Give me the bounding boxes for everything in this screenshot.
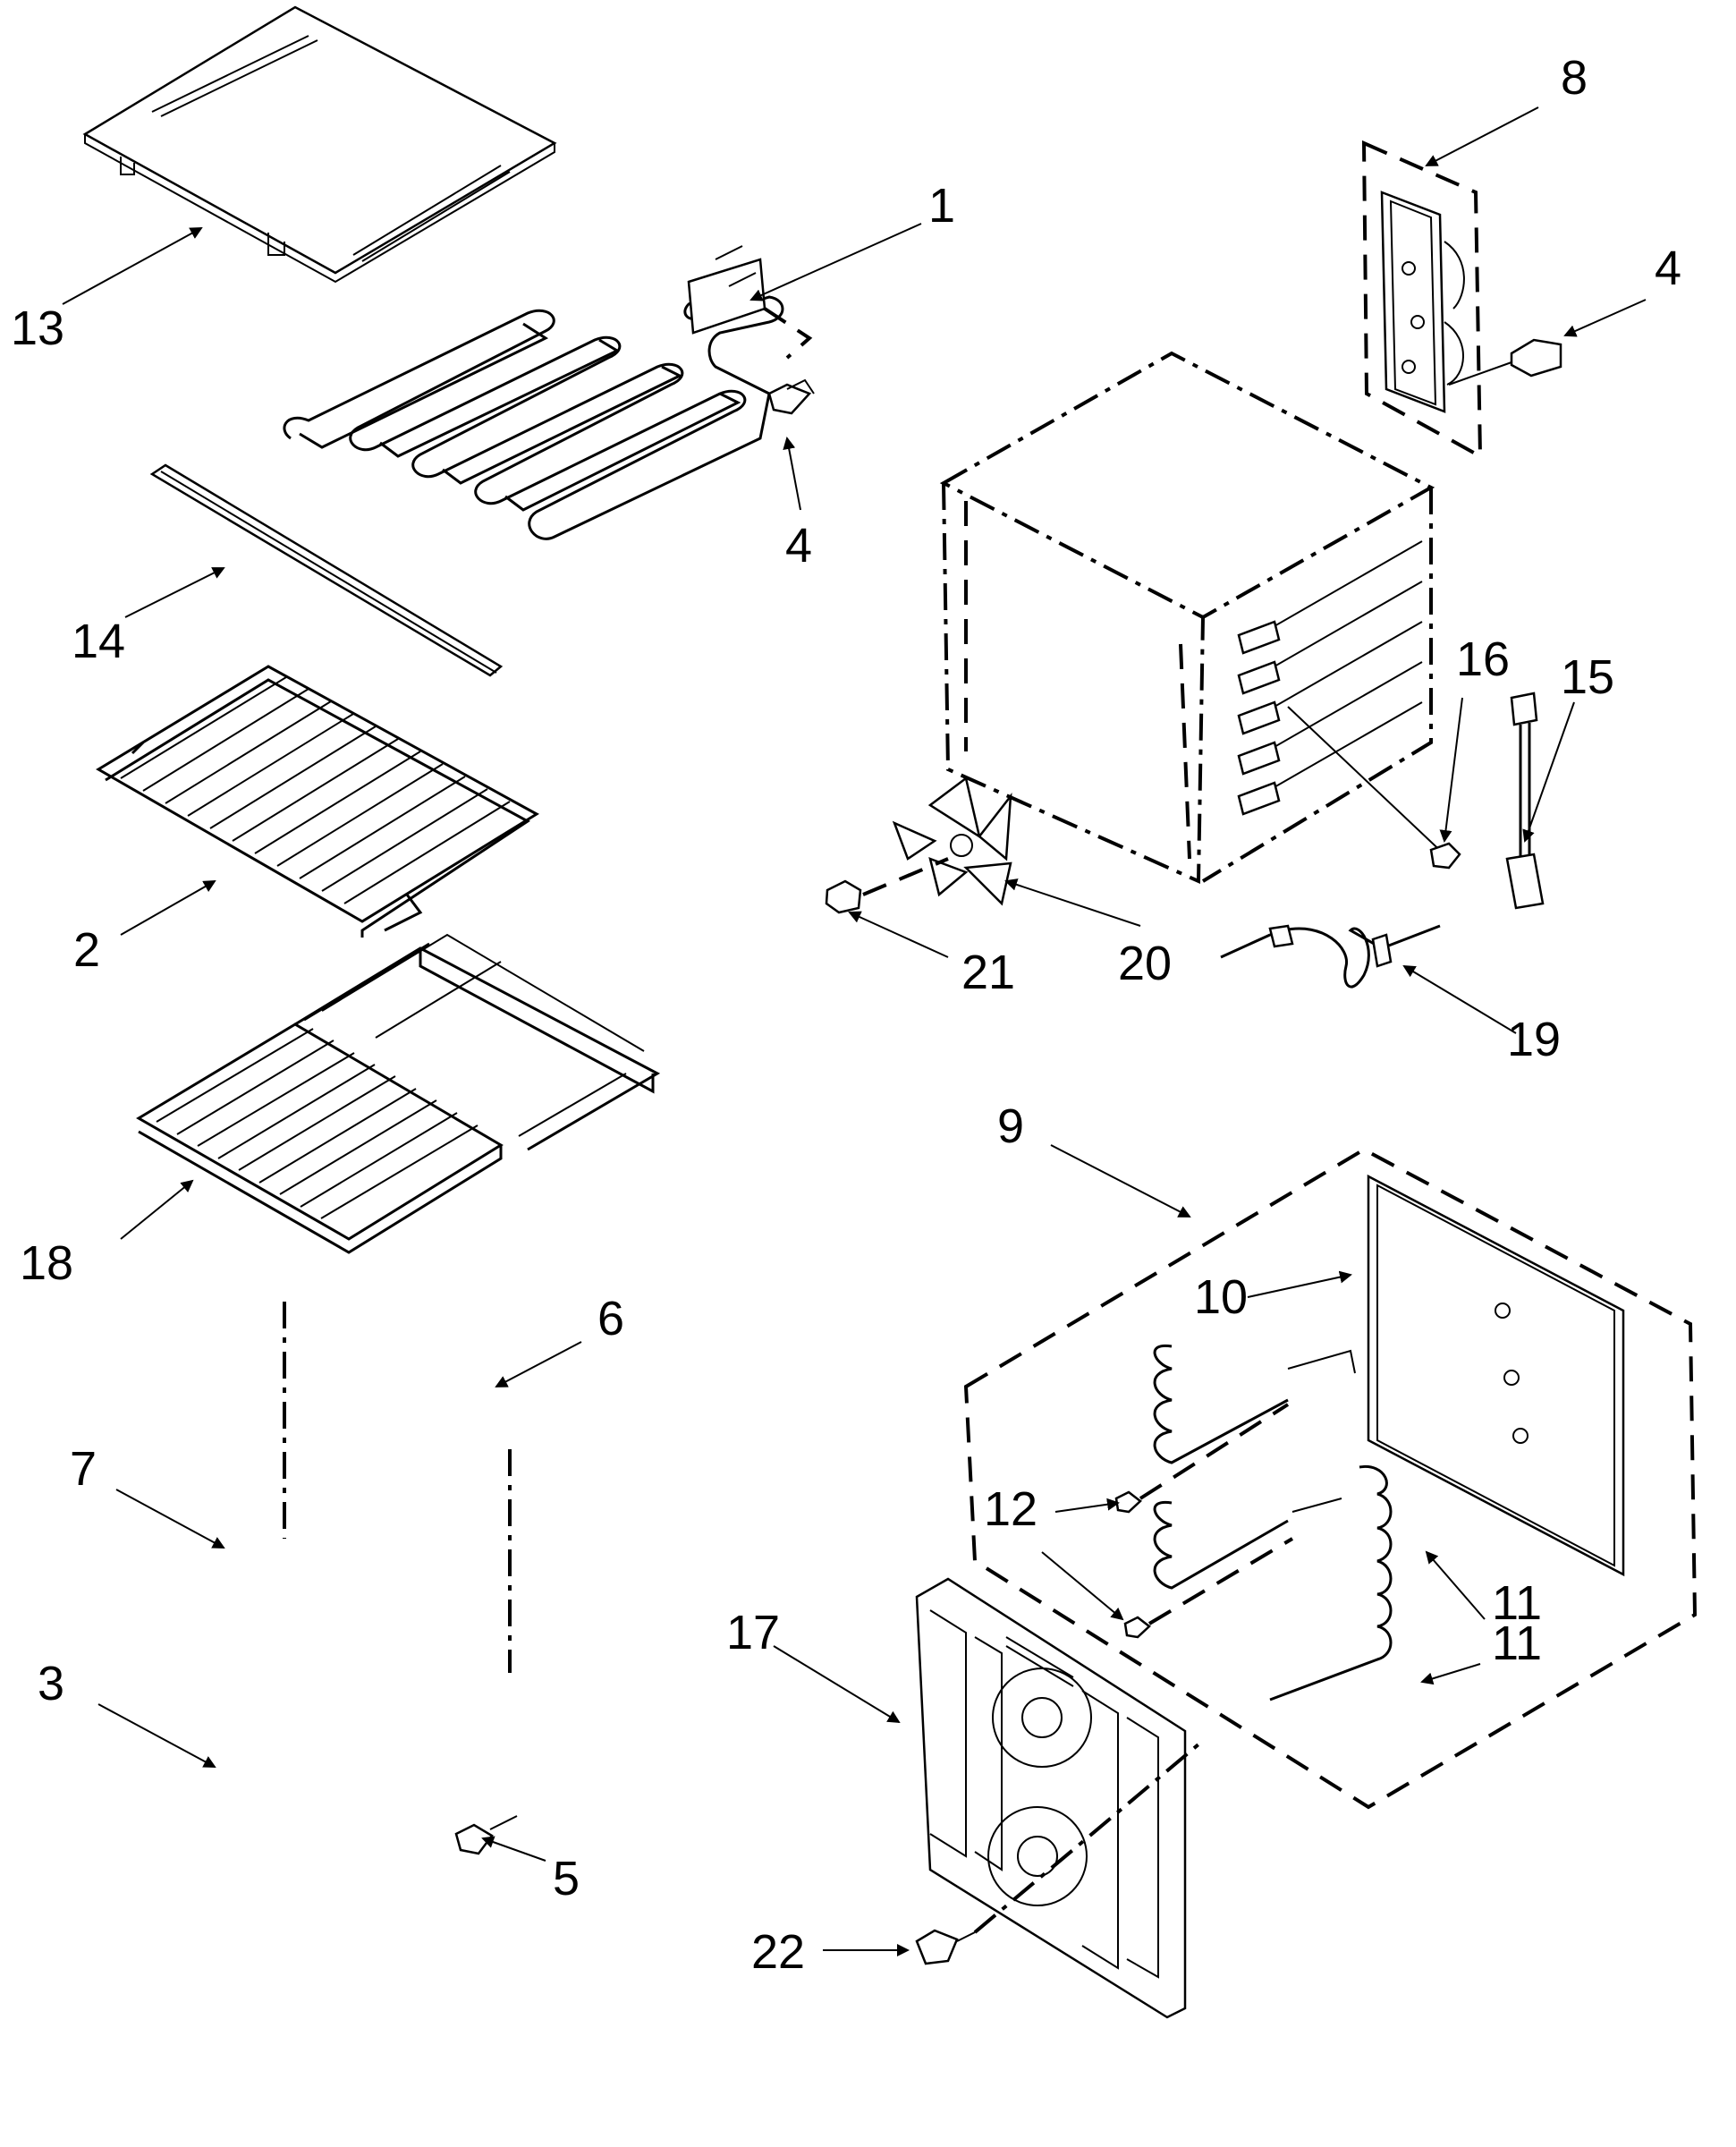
part-fan-blade-20 (892, 776, 1012, 906)
part-21-axis-line (862, 857, 949, 896)
callout-2: 2 (73, 923, 100, 977)
part-probe-19 (1220, 924, 1441, 989)
part-oven-rack (96, 665, 539, 938)
part-top-panel (82, 5, 557, 284)
callout-19: 19 (1507, 1013, 1561, 1066)
part-12b-axis-line (1147, 1537, 1294, 1625)
part-bracket-strip (149, 463, 504, 677)
part-oven-cavity (939, 351, 1450, 885)
part-nut-16 (1429, 842, 1461, 870)
callout-4b: 4 (1655, 242, 1681, 295)
callout-22: 22 (751, 1925, 805, 1979)
part-sensor-15 (1505, 692, 1545, 910)
part-nut-21 (825, 879, 862, 914)
part-9-dashed-box (963, 1147, 1698, 1810)
part-12a-axis-line (1139, 1403, 1290, 1500)
callout-7: 7 (70, 1442, 97, 1496)
callout-13: 13 (11, 301, 64, 355)
part-bake-element (283, 245, 813, 540)
part-screw-12b (1123, 1616, 1151, 1639)
part-fan-housing-17 (915, 1577, 1187, 2019)
part-board (1361, 140, 1483, 460)
callout-12a: 12 (984, 1482, 1037, 1536)
callout-16: 16 (1456, 632, 1510, 686)
part-screw-4b (1448, 338, 1562, 386)
callout-11a: 11 (1492, 1576, 1542, 1630)
callout-11b: 11 (1492, 1617, 1542, 1670)
part-convection-element-11 (1153, 1344, 1393, 1701)
callout-20: 20 (1118, 937, 1172, 990)
callout-21: 21 (961, 946, 1015, 999)
part-back-panel-10 (1367, 1174, 1625, 1577)
callout-5: 5 (553, 1852, 580, 1905)
part-sliding-rack (136, 933, 661, 1254)
callout-8: 8 (1561, 51, 1588, 105)
callout-6: 6 (597, 1292, 624, 1345)
callout-14: 14 (72, 615, 125, 668)
part-screw-12a (1114, 1490, 1142, 1514)
callout-4a: 4 (785, 519, 812, 573)
leader-arrows (62, 106, 1647, 1956)
callout-17: 17 (726, 1606, 780, 1659)
callout-1: 1 (928, 179, 955, 233)
part-screw-22 (915, 1743, 1200, 1965)
callout-15: 15 (1561, 650, 1614, 704)
part-screw-4a (767, 378, 815, 415)
callout-18: 18 (20, 1236, 73, 1290)
callout-9: 9 (997, 1099, 1024, 1153)
callout-10: 10 (1194, 1270, 1248, 1324)
callout-3: 3 (38, 1657, 64, 1710)
